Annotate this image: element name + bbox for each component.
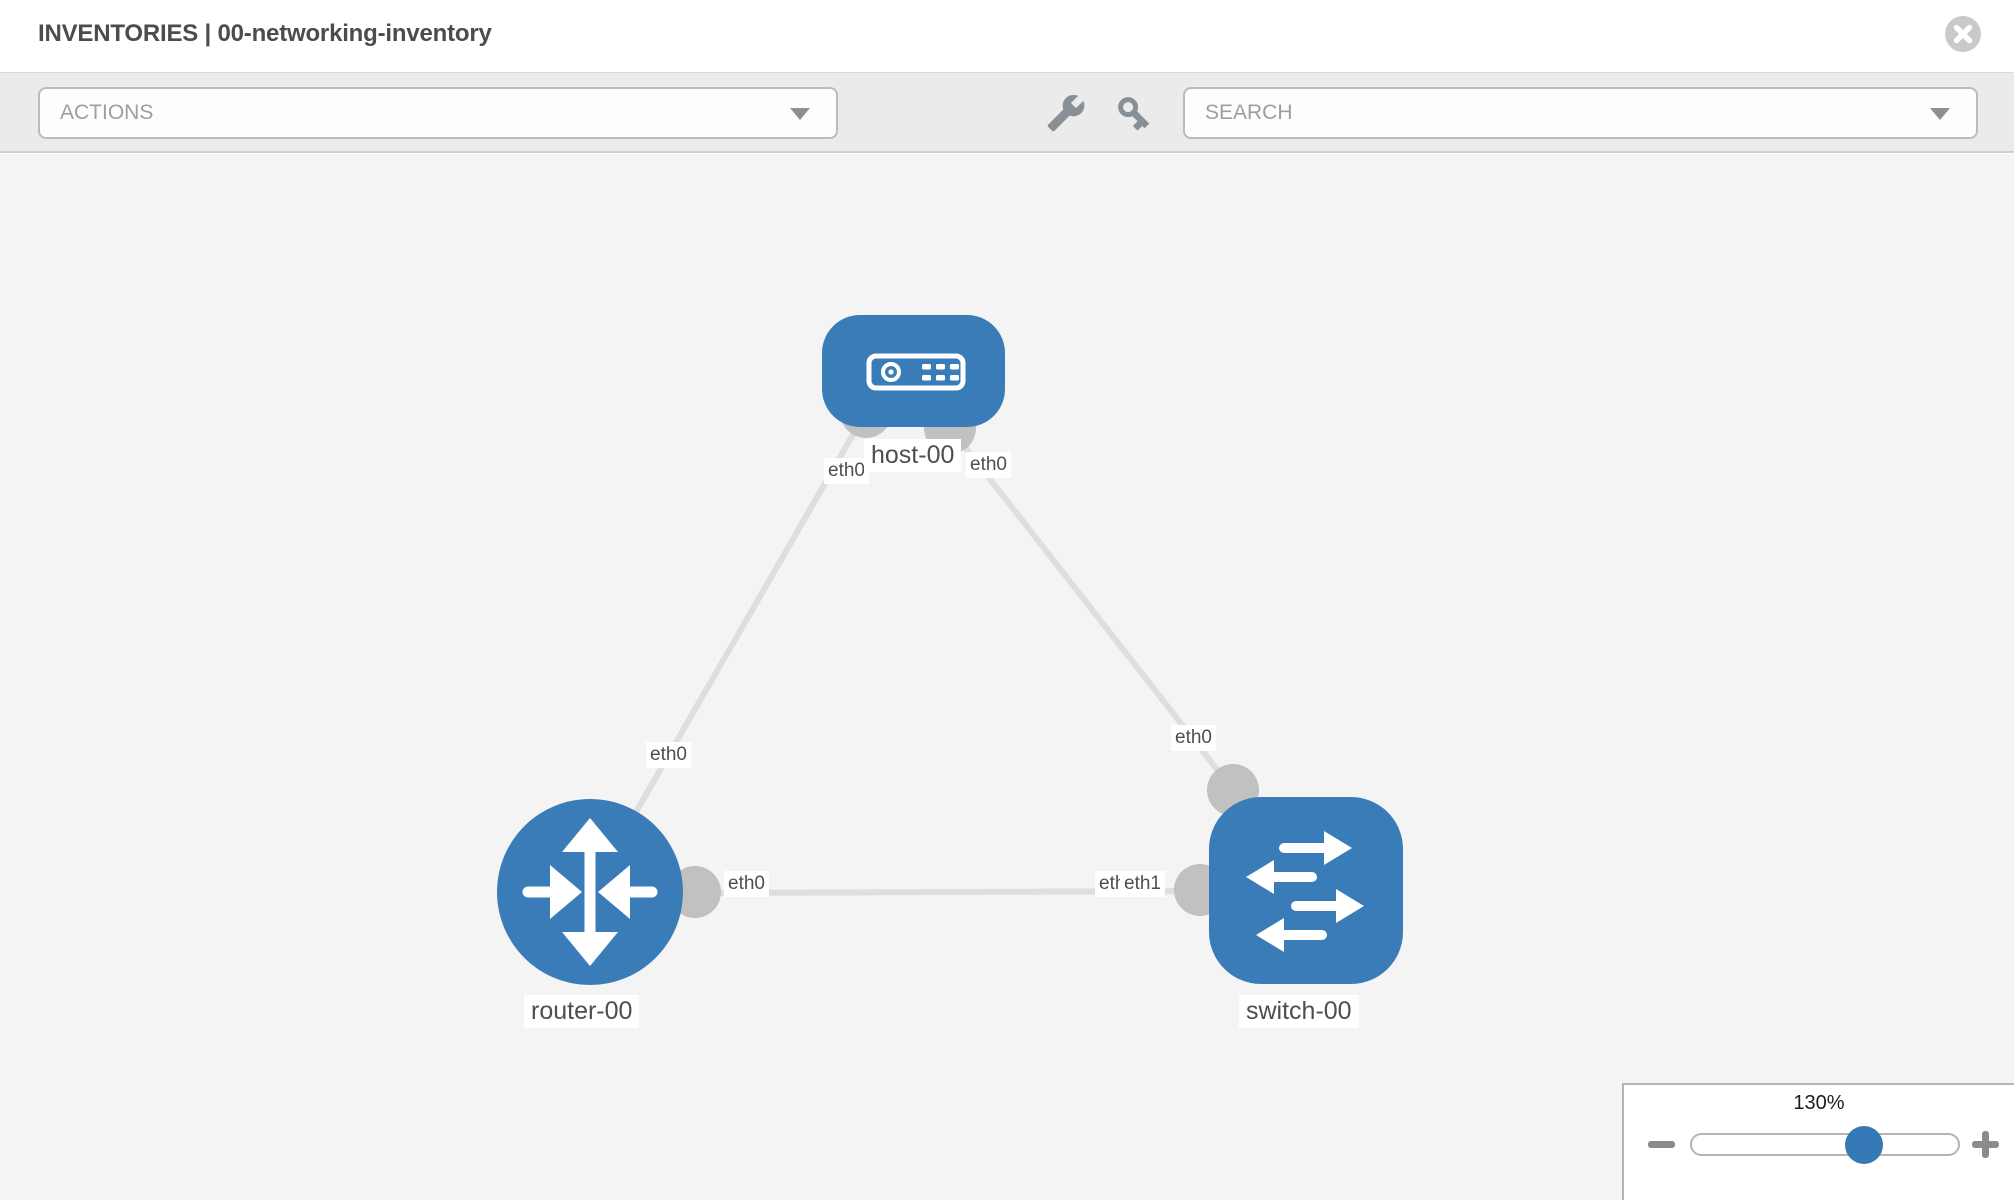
actions-dropdown[interactable]: ACTIONS: [38, 87, 838, 139]
zoom-level: 130%: [1793, 1092, 1845, 1114]
header: INVENTORIES | 00-networking-inventory: [0, 0, 2014, 73]
router-icon: [522, 818, 658, 966]
node-host-00[interactable]: [822, 315, 1005, 427]
page-title: INVENTORIES | 00-networking-inventory: [38, 20, 492, 47]
actions-dropdown-label: ACTIONS: [60, 101, 154, 124]
node-switch-00[interactable]: [1209, 797, 1403, 984]
interface-label: eth0: [966, 452, 1011, 478]
interface-label: eth0: [824, 458, 869, 484]
switch-icon: [1246, 831, 1364, 952]
zoom-slider-thumb[interactable]: [1845, 1126, 1883, 1164]
interface-label: eth1: [1120, 871, 1165, 897]
credentials-button[interactable]: [1114, 93, 1154, 133]
zoom-out-button[interactable]: [1648, 1141, 1675, 1148]
interface-label: eth0: [1171, 725, 1216, 751]
node-label-host-00: host-00: [864, 439, 962, 472]
toolbar: ACTIONS SEARCH: [0, 73, 2014, 153]
wrench-icon: [1047, 94, 1085, 132]
close-icon: [1945, 16, 1981, 52]
host-icon: [866, 353, 966, 391]
key-icon: [1118, 97, 1150, 131]
node-router-00[interactable]: [497, 799, 683, 985]
search-dropdown-label: SEARCH: [1205, 101, 1293, 124]
zoom-panel: 130%: [1622, 1083, 2014, 1200]
topology-svg: [497, 315, 1403, 985]
close-button[interactable]: [1944, 15, 1982, 53]
search-dropdown[interactable]: SEARCH: [1183, 87, 1978, 139]
adhoc-command-button[interactable]: [1046, 93, 1086, 133]
chevron-down-icon: [1930, 108, 1950, 120]
node-label-switch-00: switch-00: [1239, 995, 1359, 1028]
zoom-slider-track[interactable]: [1690, 1133, 1960, 1156]
chevron-down-icon: [790, 108, 810, 120]
interface-label: eth0: [646, 742, 691, 768]
node-label-router-00: router-00: [524, 995, 640, 1028]
zoom-in-button[interactable]: [1972, 1131, 1999, 1158]
topology-canvas[interactable]: eth0 eth0 eth0 eth0 eth0 eth1 eth0 host-…: [0, 154, 2014, 1200]
interface-label: eth0: [724, 871, 769, 897]
